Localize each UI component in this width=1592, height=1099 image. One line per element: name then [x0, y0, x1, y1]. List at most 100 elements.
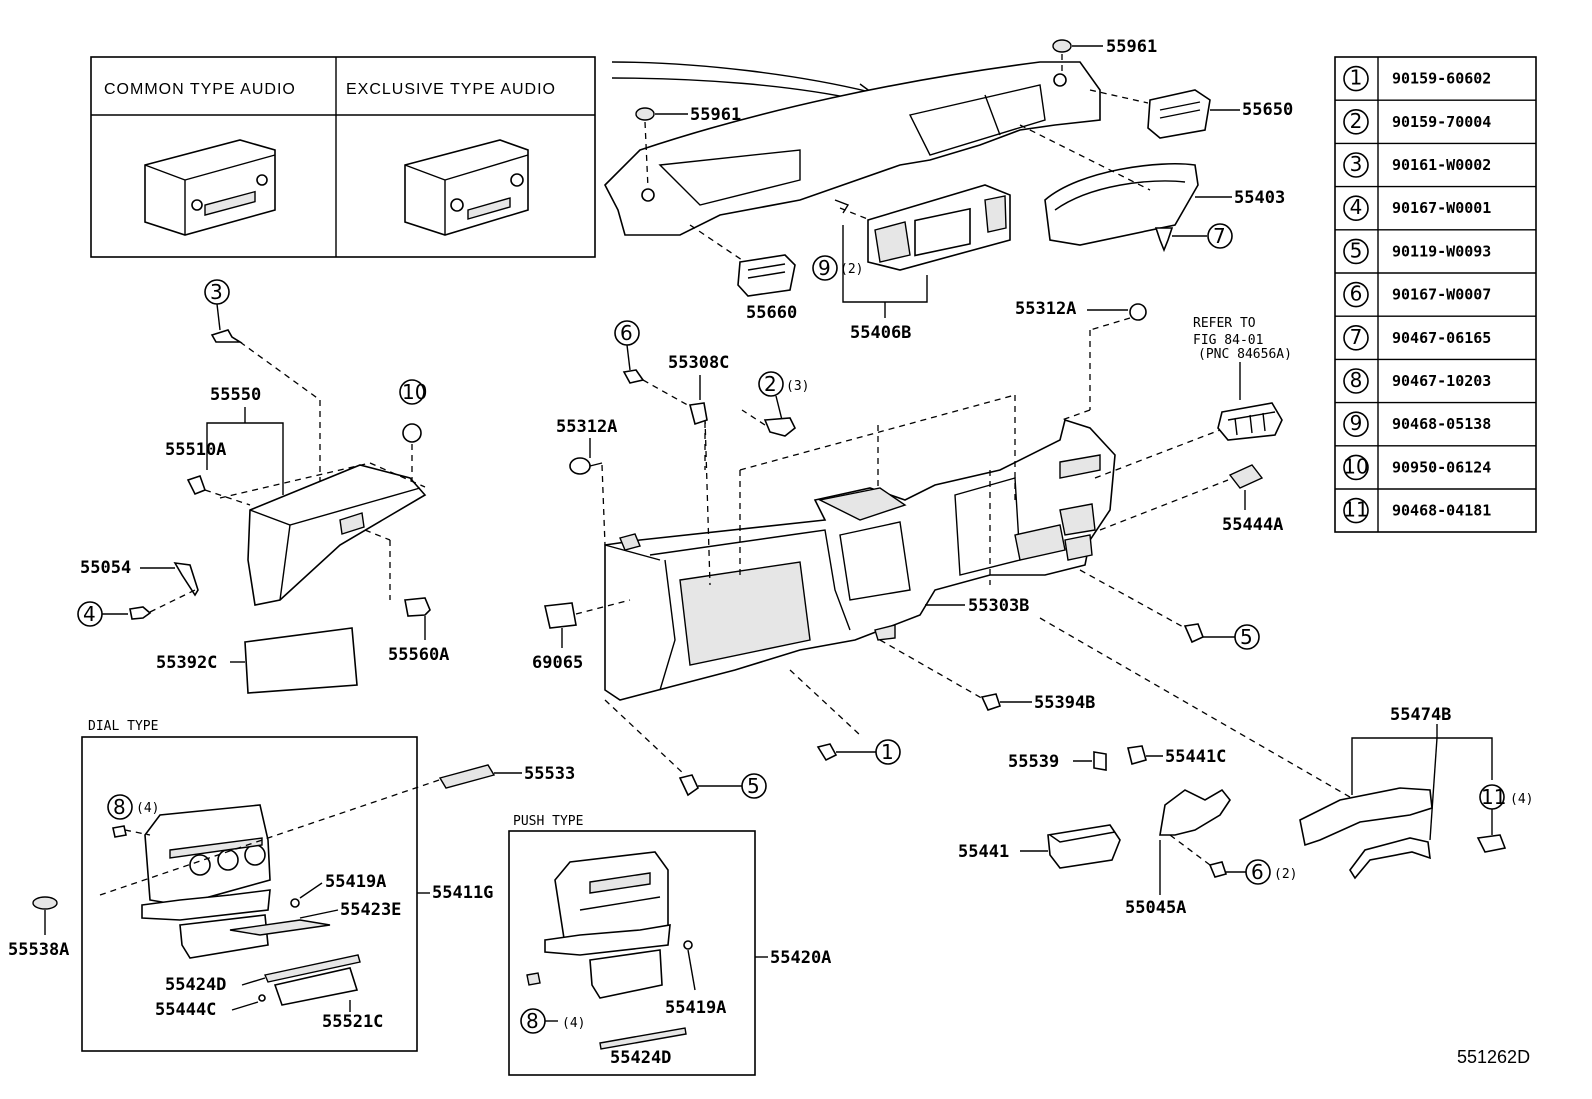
legend-callout-circle	[1343, 411, 1369, 438]
label-55423E: 55423E	[340, 900, 401, 920]
label-55312A-top: 55312A	[1015, 299, 1076, 319]
legend-callout-number: 2	[1350, 109, 1363, 133]
vent-55660: 55660	[689, 224, 797, 323]
label-55474B: 55474B	[1390, 705, 1451, 725]
screw-6-top: 6 55308C	[614, 320, 729, 470]
legend-callout-circle	[1343, 324, 1369, 351]
legend-part-code: 90467-06165	[1392, 329, 1491, 347]
label-55312A-mid: 55312A	[556, 417, 617, 437]
label-55392C: 55392C	[156, 653, 217, 673]
screw-55394B: 55394B	[879, 639, 1095, 713]
figure-id: 551262D	[1457, 1047, 1530, 1067]
legend-callout-circle	[1343, 368, 1369, 394]
push-type-box: PUSH TYPE 55419A 8 (4) 55424D 55420A	[508, 814, 831, 1076]
screw-2: 2 (3)	[741, 371, 809, 437]
legend-callout-number: 3	[1350, 152, 1363, 176]
legend-callout-circle	[1343, 109, 1369, 135]
legend-callout-number: 11	[1343, 498, 1368, 522]
svg-text:1: 1	[881, 740, 894, 764]
screw-1: 1	[789, 669, 901, 765]
refer-note: REFER TO FIG 84-01 (PNC 84656A)	[1094, 316, 1292, 479]
label-55510A: 55510A	[165, 440, 226, 460]
label-55308C: 55308C	[668, 353, 729, 373]
callout-2-qty: (3)	[786, 379, 809, 394]
label-55441C: 55441C	[1165, 747, 1226, 767]
label-55533: 55533	[524, 764, 575, 784]
common-type-audio-label: COMMON TYPE AUDIO	[104, 81, 296, 98]
legend-callout-circle	[1343, 152, 1369, 178]
refer-line2: FIG 84-01	[1193, 333, 1263, 348]
legend-callout-circle	[1343, 238, 1369, 265]
label-55419A-dial: 55419A	[325, 872, 386, 892]
legend-part-code: 90468-05138	[1392, 415, 1491, 433]
screw-5-lower-left: 5	[604, 699, 767, 799]
vent-55650: 55650	[1089, 89, 1293, 139]
svg-text:8: 8	[113, 795, 126, 819]
legend-callout-number: 1	[1350, 66, 1363, 90]
audio-type-box: COMMON TYPE AUDIO EXCLUSIVE TYPE AUDIO	[90, 56, 596, 258]
screw-5-right: 5	[1079, 569, 1260, 650]
center-vent-panel-55406B: 55406B 9 (2)	[812, 184, 1011, 343]
label-55406B: 55406B	[850, 323, 911, 343]
callout-8-push-qty: (4)	[562, 1016, 585, 1031]
legend-callout-number: 5	[1350, 238, 1363, 262]
exclusive-audio-unit	[404, 139, 529, 236]
legend-callout-number: 10	[1343, 454, 1368, 478]
tray-55441: 55441	[958, 824, 1121, 869]
label-55550: 55550	[210, 385, 261, 405]
refer-line1: REFER TO	[1193, 316, 1256, 331]
legend-callout-circle	[1343, 65, 1369, 92]
label-55560A: 55560A	[388, 645, 449, 665]
common-audio-unit	[144, 139, 276, 236]
legend-part-code: 90159-60602	[1392, 70, 1491, 88]
label-55660: 55660	[746, 303, 797, 323]
label-55521C: 55521C	[322, 1012, 383, 1032]
label-55054: 55054	[80, 558, 131, 578]
svg-text:10: 10	[402, 380, 427, 404]
part-69065: 69065	[532, 599, 631, 673]
label-55419A-push: 55419A	[665, 998, 726, 1018]
label-55444C: 55444C	[155, 1000, 216, 1020]
parts-55539-55441C: 55539 55441C	[1008, 745, 1226, 772]
svg-text:5: 5	[1240, 625, 1253, 649]
dial-type-box: DIAL TYPE 8 (4) 55533 55538A 55419A 5542…	[8, 719, 575, 1052]
svg-text:7: 7	[1213, 224, 1226, 248]
clip-55312A-mid: 55312A	[556, 417, 617, 546]
legend-part-code: 90161-W0002	[1392, 156, 1491, 174]
lower-dash-panel-55303B: 55303B	[604, 394, 1116, 701]
svg-text:11: 11	[1481, 785, 1506, 809]
refer-line3: (PNC 84656A)	[1198, 347, 1292, 362]
svg-text:6: 6	[620, 321, 633, 345]
legend-callout-circle	[1343, 195, 1369, 221]
svg-text:2: 2	[764, 372, 777, 396]
cover-55474B: 55474B 11 (4)	[1039, 617, 1533, 880]
label-55650: 55650	[1242, 100, 1293, 120]
svg-text:5: 5	[747, 774, 760, 798]
label-55424D-push: 55424D	[610, 1048, 671, 1068]
legend-part-code: 90159-70004	[1392, 113, 1491, 131]
label-55403: 55403	[1234, 188, 1285, 208]
legend-part-code: 90950-06124	[1392, 458, 1491, 476]
legend-callout-circle	[1343, 497, 1369, 524]
legend-callout-number: 7	[1350, 325, 1363, 349]
legend-part-code: 90467-10203	[1392, 372, 1491, 390]
label-55961-left: 55961	[690, 105, 741, 125]
label-55394B: 55394B	[1034, 693, 1095, 713]
clip-55961-top: 55961	[1052, 37, 1157, 74]
label-55411G: 55411G	[432, 883, 493, 903]
callout-8-dial-qty: (4)	[136, 801, 159, 816]
clip-7: 7	[1154, 223, 1233, 253]
legend-callout-circle	[1343, 281, 1369, 308]
svg-text:8: 8	[526, 1009, 539, 1033]
callout-11-qty: (4)	[1510, 792, 1533, 807]
legend-part-code: 90167-W0007	[1392, 286, 1491, 304]
legend-part-code: 90468-04181	[1392, 502, 1491, 520]
legend-callout-number: 9	[1350, 411, 1363, 435]
upper-dash-panel	[604, 61, 1101, 236]
glove-box-assembly: 3 55550 55510A 10 55054 4 55392C	[77, 279, 449, 694]
callout-9-qty: (2)	[840, 262, 863, 277]
label-55444A: 55444A	[1222, 515, 1283, 535]
clip-55961-left: 55961	[635, 105, 741, 189]
legend-part-code: 90167-W0001	[1392, 199, 1491, 217]
